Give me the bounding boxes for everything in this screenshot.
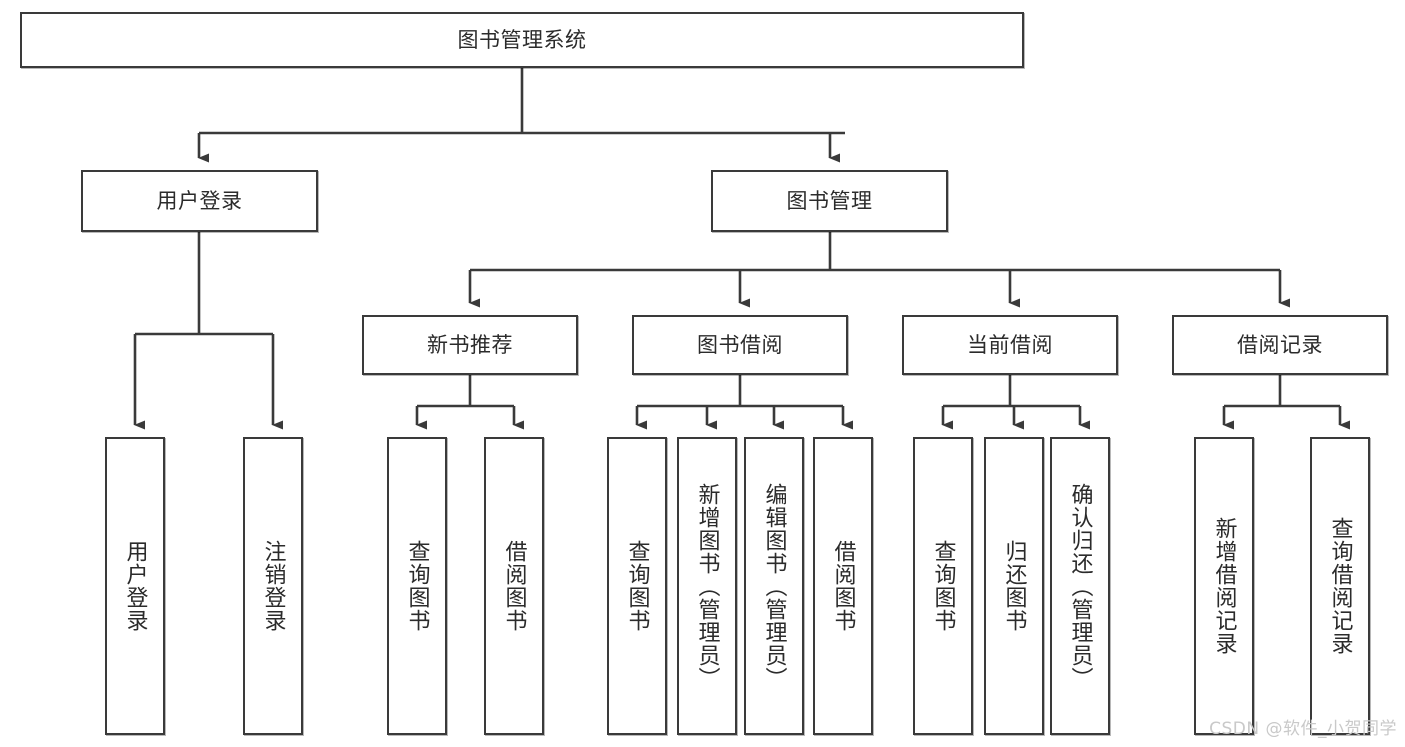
node-leaf-user-login-label: 用户登录	[122, 540, 148, 632]
node-leaf-add-book-admin-label: 新增图书（管理员）	[694, 482, 720, 690]
node-leaf-query-borrow-record[interactable]: 查询借阅记录	[1310, 437, 1370, 735]
node-leaf-add-borrow-record[interactable]: 新增借阅记录	[1194, 437, 1254, 735]
node-leaf-borrow-book[interactable]: 借阅图书	[813, 437, 873, 735]
node-book-manage[interactable]: 图书管理	[711, 170, 948, 232]
node-leaf-user-logout-label: 注销登录	[260, 540, 286, 632]
node-root-label: 图书管理系统	[457, 27, 587, 52]
node-user-login[interactable]: 用户登录	[81, 170, 318, 232]
node-current-borrow[interactable]: 当前借阅	[902, 315, 1118, 375]
node-new-book-recommend-label: 新书推荐	[427, 332, 513, 357]
node-leaf-query-borrow-record-label: 查询借阅记录	[1327, 517, 1353, 655]
node-book-borrow-label: 图书借阅	[697, 332, 783, 357]
node-leaf-query-book-borrow[interactable]: 查询图书	[607, 437, 667, 735]
node-root[interactable]: 图书管理系统	[20, 12, 1024, 68]
csdn-watermark: CSDN @软件_小贺同学	[1209, 719, 1397, 739]
node-user-login-label: 用户登录	[156, 188, 243, 213]
node-leaf-borrow-book-label: 借阅图书	[830, 540, 856, 632]
node-leaf-borrow-book-rec-label: 借阅图书	[501, 540, 527, 632]
node-leaf-add-book-admin[interactable]: 新增图书（管理员）	[677, 437, 737, 735]
node-leaf-user-logout[interactable]: 注销登录	[243, 437, 303, 735]
node-leaf-user-login[interactable]: 用户登录	[105, 437, 165, 735]
node-leaf-query-book-rec[interactable]: 查询图书	[387, 437, 447, 735]
node-leaf-query-book-borrow-label: 查询图书	[624, 540, 650, 632]
node-leaf-query-book-cur[interactable]: 查询图书	[913, 437, 973, 735]
node-book-borrow[interactable]: 图书借阅	[632, 315, 848, 375]
node-leaf-borrow-book-rec[interactable]: 借阅图书	[484, 437, 544, 735]
node-leaf-add-borrow-record-label: 新增借阅记录	[1211, 517, 1237, 655]
node-book-manage-label: 图书管理	[786, 188, 873, 213]
node-new-book-recommend[interactable]: 新书推荐	[362, 315, 578, 375]
node-leaf-edit-book-admin-label: 编辑图书（管理员）	[761, 482, 787, 690]
node-leaf-return-book[interactable]: 归还图书	[984, 437, 1044, 735]
node-leaf-confirm-return-admin-label: 确认归还（管理员）	[1067, 482, 1093, 690]
node-borrow-record[interactable]: 借阅记录	[1172, 315, 1388, 375]
node-leaf-confirm-return-admin[interactable]: 确认归还（管理员）	[1050, 437, 1110, 735]
node-leaf-query-book-cur-label: 查询图书	[930, 540, 956, 632]
node-current-borrow-label: 当前借阅	[967, 332, 1053, 357]
node-leaf-query-book-rec-label: 查询图书	[404, 540, 430, 632]
node-leaf-return-book-label: 归还图书	[1001, 540, 1027, 632]
node-borrow-record-label: 借阅记录	[1237, 332, 1323, 357]
node-leaf-edit-book-admin[interactable]: 编辑图书（管理员）	[744, 437, 804, 735]
